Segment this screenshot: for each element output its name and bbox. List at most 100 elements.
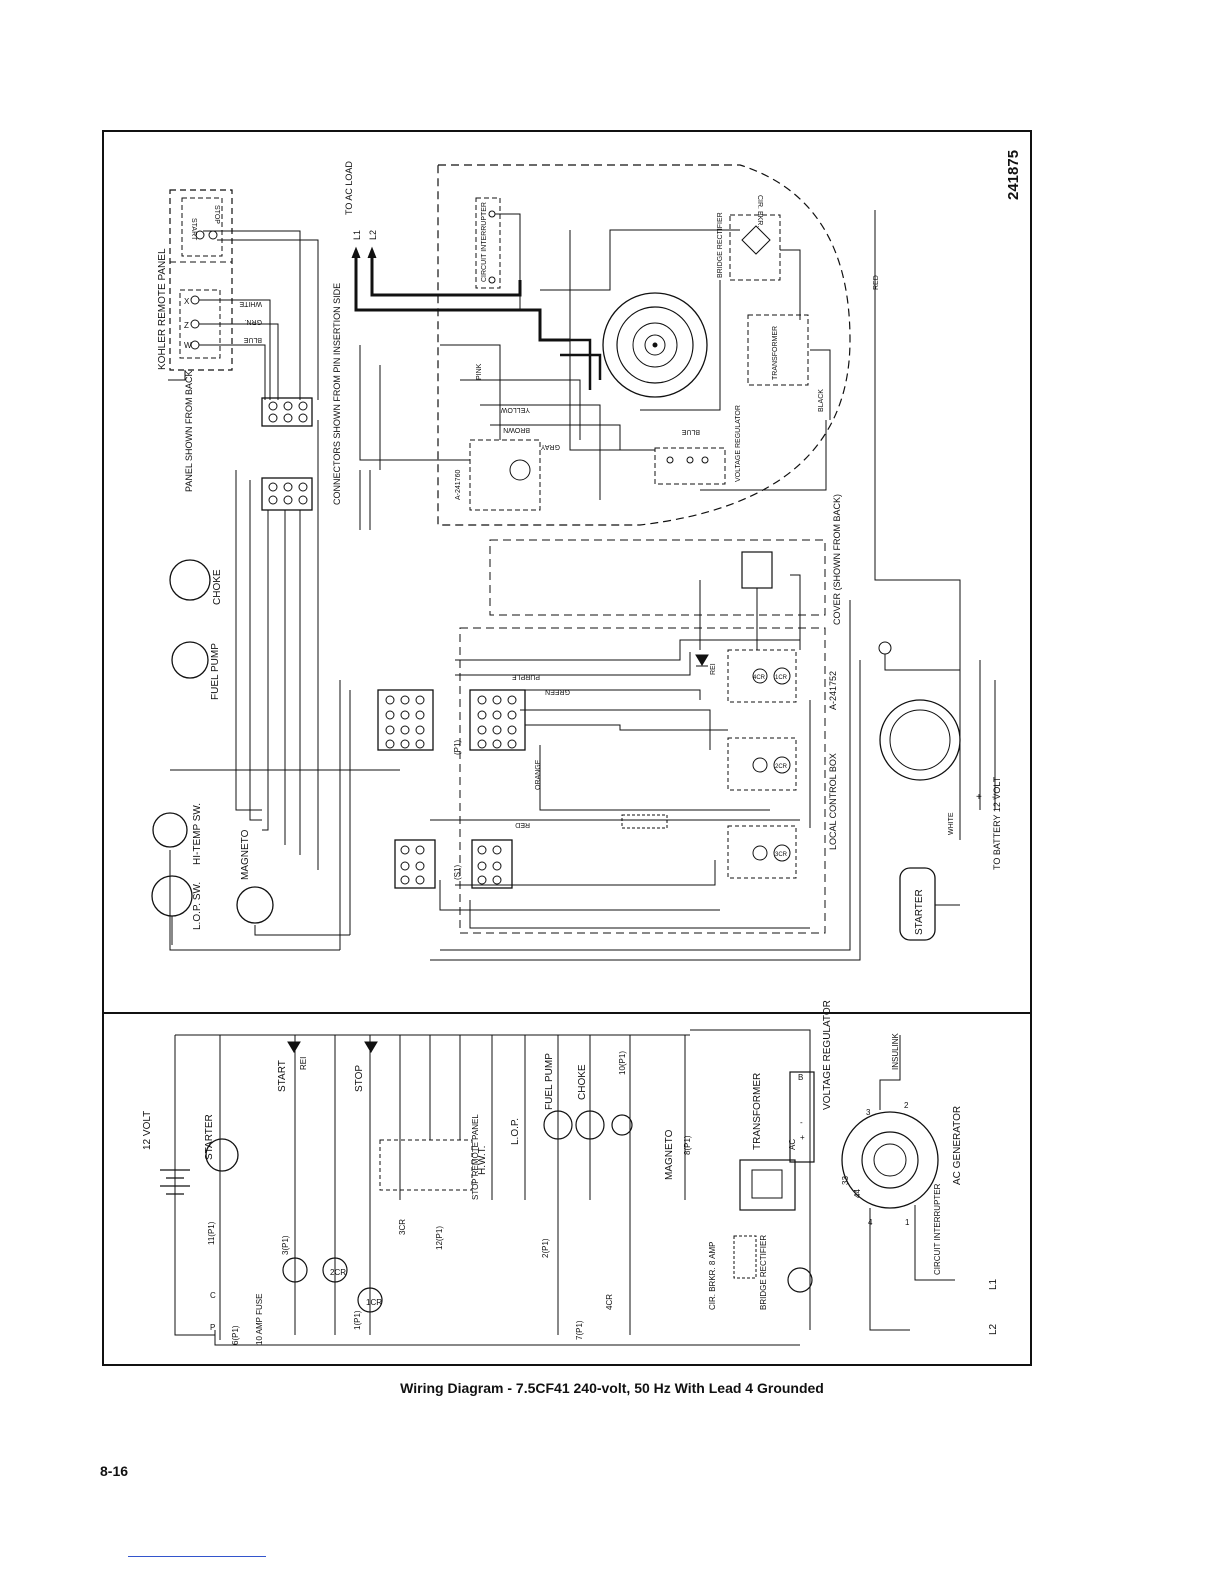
battery-12v: 12 VOLT: [142, 1111, 153, 1150]
wire-label-purple: PURPLE: [512, 673, 540, 680]
transformer-label: TRANSFORMER: [772, 326, 779, 380]
schematic-pin-labels: 1(P1) 11(P1) 6(P1) 3(P1) 12(P1) 2(P1) 7(…: [207, 1051, 692, 1345]
control-box-relay-1cr: 1CR: [775, 675, 788, 681]
label-stop-remote: STOP REMOTE PANEL: [471, 1114, 480, 1200]
pin-1p1: 1(P1): [353, 1310, 362, 1330]
terminal-x: X: [184, 297, 190, 306]
wire-label-blue-gen: BLUE: [681, 428, 700, 435]
bridge-rectifier-upper: BRIDGE RECTIFIER CIR. BKR.: [717, 195, 781, 281]
control-box-relay-4cr: 4CR: [753, 675, 766, 681]
terminal-33: 33: [841, 1176, 850, 1185]
starter-label: STARTER: [914, 889, 925, 935]
choke-lower: [575, 1110, 605, 1140]
label-start: START: [277, 1060, 288, 1092]
terminal-2: 2: [904, 1101, 909, 1110]
label-4cr: 4CR: [605, 1294, 614, 1310]
local-control-box: LOCAL CONTROL BOX A-241752 1CR 2CR 3CR 4…: [459, 627, 838, 934]
terminal-p: P: [210, 1323, 215, 1332]
generator-enclosure: [437, 164, 851, 526]
battery-leads: TO BATTERY 12 VOLT + -: [976, 660, 1002, 870]
bridge-rectifier-label: BRIDGE RECTIFIER: [717, 212, 724, 278]
cover-box: COVER (SHOWN FROM BACK): [489, 494, 842, 625]
transformer-lower: [739, 1159, 796, 1211]
pin-6p1: 6(P1): [231, 1325, 240, 1345]
control-box-relay-2cr: 2CR: [775, 764, 788, 770]
wire-label-grn: GRN.: [244, 318, 262, 325]
terminal-c: C: [210, 1291, 216, 1300]
label-l2: L2: [988, 1323, 999, 1335]
terminal-ac: AC: [788, 1139, 797, 1150]
terminal-minus: -: [800, 1118, 803, 1127]
transformer-upper: TRANSFORMER: [747, 314, 809, 386]
connector-s1-left: [394, 839, 436, 889]
remote-panel: KOHLER REMOTE PANEL PANEL SHOWN FROM BAC…: [157, 189, 262, 492]
ignition-switch-upper: [878, 641, 961, 781]
schematic-terminal-labels: C P AC + - B 3 2 33 44 4 1: [210, 1073, 910, 1332]
relay-coil-3cr: [282, 1257, 308, 1283]
connector-s1-label: (S1): [453, 865, 462, 880]
cir-bkr-label: CIR. BKR.: [756, 195, 763, 227]
terminal-plus: +: [800, 1133, 805, 1142]
pin-11p1: 11(P1): [207, 1221, 216, 1245]
connector-engine: [261, 477, 313, 511]
wire-label-white: WHITE: [239, 300, 262, 307]
relay-coil-2cr: [322, 1257, 348, 1283]
harness-wires: [235, 210, 961, 870]
connector-remote: [261, 397, 313, 427]
connectors-note: CONNECTORS SHOWN FROM PIN INSERTION SIDE: [332, 283, 342, 505]
wire-label-white: WHITE: [948, 812, 955, 835]
diagram-divider: [102, 1012, 1032, 1014]
relay-coil-1cr: [357, 1287, 383, 1313]
engine-wires: [169, 680, 400, 951]
diode-start: [287, 1041, 301, 1053]
page-number: 8-16: [100, 1463, 129, 1479]
schematic-labels: STARTER START STOP REI 1CR 2CR 3CR 4CR 1…: [204, 1000, 999, 1345]
generator-wires: [359, 229, 831, 530]
wire-label-orange: ORANGE: [535, 759, 542, 790]
control-box-label: LOCAL CONTROL BOX: [828, 753, 838, 850]
pin-3p1: 3(P1): [281, 1235, 290, 1255]
control-box-relay-3cr: 3CR: [775, 852, 788, 858]
terminal-3: 3: [866, 1108, 871, 1117]
wire-label-red: RED: [515, 821, 530, 828]
cover-label: COVER (SHOWN FROM BACK): [832, 494, 842, 625]
magneto-upper: MAGNETO: [236, 829, 274, 924]
ac-load-l2: L2: [368, 230, 378, 240]
figure-caption: Wiring Diagram - 7.5CF41 240-volt, 50 Hz…: [400, 1380, 824, 1396]
connector-p1-left: [377, 689, 434, 751]
pin-8p1: 8(P1): [683, 1135, 692, 1155]
connector-s1-right: (S1): [453, 839, 513, 889]
battery-symbol: 12 VOLT: [142, 1111, 190, 1195]
starter-motor-lower: [205, 1138, 239, 1172]
footer-rule: [128, 1556, 266, 1557]
battery-plus: +: [976, 792, 982, 803]
label-lop: L.O.P.: [510, 1118, 521, 1145]
hi-temp-label: HI-TEMP SW.: [192, 803, 203, 865]
terminal-4: 4: [868, 1218, 873, 1227]
stop-remote-panel-lower: [379, 1139, 473, 1191]
relay-box-part: A-241760: [455, 470, 462, 500]
starter-upper: STARTER: [899, 867, 960, 941]
wire-label-brown: BROWN: [503, 426, 530, 433]
battery-label: TO BATTERY 12 VOLT: [992, 776, 1002, 870]
pin-10p1: 10(P1): [618, 1051, 627, 1075]
label-ac-generator: AC GENERATOR: [952, 1106, 963, 1185]
lop-switch-upper: L.O.P. SW.: [151, 875, 203, 930]
circuit-interrupter: CIRCUIT INTERRUPTER: [475, 197, 521, 310]
wire-label-blue: BLUE: [243, 336, 262, 343]
control-box-diode: REI: [710, 663, 717, 675]
circuit-interrupter-label: CIRCUIT INTERRUPTER: [481, 202, 488, 282]
connector-p1-right: (P1): [453, 689, 526, 755]
relay-box-upper: A-241760: [455, 439, 541, 511]
drawing-number: 241875: [1005, 150, 1022, 200]
label-stop: STOP: [354, 1065, 365, 1092]
fuel-pump-upper: FUEL PUMP: [171, 641, 221, 700]
control-box-wires: [430, 574, 861, 961]
pin-7p1: 7(P1): [575, 1320, 584, 1340]
label-1cr: 1CR: [366, 1298, 382, 1307]
fuel-pump-lower: [543, 1110, 573, 1140]
wire-label-green: GREEN: [545, 688, 570, 695]
switch-stop-label: STOP: [213, 205, 220, 224]
wire-label-pink: PINK: [476, 363, 483, 380]
